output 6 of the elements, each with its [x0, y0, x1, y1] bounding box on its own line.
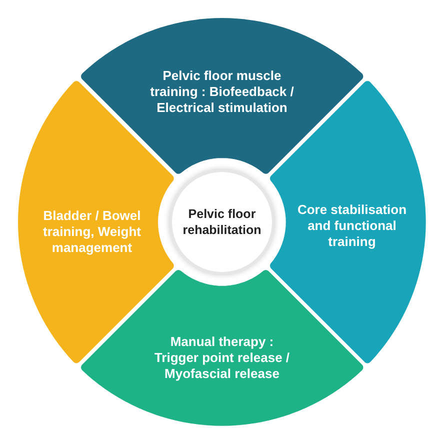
center-circle [172, 172, 272, 272]
segment-label: Manual therapy : Trigger point release / Myofascial release [153, 334, 291, 382]
segment-label: Pelvic floor muscle training : Biofeedback / Electrical stimulation [149, 68, 295, 116]
center-label: Pelvic floor rehabilitation [182, 206, 262, 238]
segment-label: Bladder / Bowel training, Weight management [42, 208, 142, 256]
segment-label: Core stabilisation and functional training [296, 202, 408, 250]
